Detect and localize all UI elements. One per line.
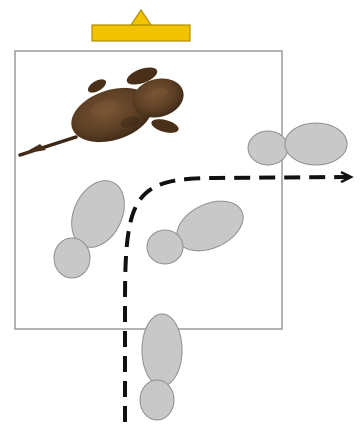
footprint-pair-left (54, 172, 135, 278)
footprint-pair-right-edge (248, 123, 347, 165)
footprint-pair-bottom (140, 314, 182, 420)
cue-marker-icon (92, 10, 190, 41)
footprint-pair-center (147, 191, 251, 264)
rat-icon (20, 64, 188, 155)
